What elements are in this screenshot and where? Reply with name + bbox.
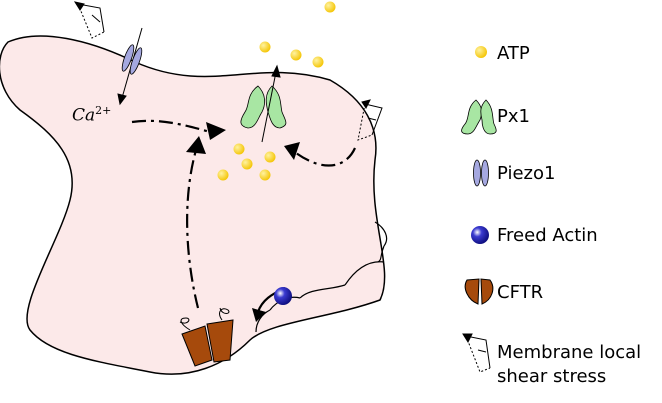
shear-stress-icon bbox=[462, 333, 491, 373]
atp-molecules bbox=[217, 1, 336, 181]
cftr-channel-icon bbox=[464, 278, 494, 305]
cftr-squiggles bbox=[179, 307, 230, 331]
calcium-ion-label: Ca2+ bbox=[72, 104, 111, 126]
piezo1-channel-icon bbox=[473, 159, 489, 187]
calcium-ion-charge: 2+ bbox=[95, 104, 112, 117]
atp-release-arrow bbox=[261, 64, 281, 143]
cell-membrane bbox=[0, 35, 386, 375]
px1-channel-icon bbox=[461, 99, 497, 135]
shear-stress-indicator-right bbox=[357, 99, 383, 141]
freed-actin-icon bbox=[471, 226, 489, 244]
membrane-blebs bbox=[255, 221, 388, 333]
legend-label-freed-actin: Freed Actin bbox=[497, 225, 598, 246]
piezo1-channel bbox=[121, 44, 143, 75]
legend-label-atp: ATP bbox=[497, 43, 530, 64]
arrowheads bbox=[186, 122, 300, 322]
legend-label-px1: Px1 bbox=[497, 106, 530, 127]
freed-actin-molecule bbox=[274, 287, 292, 305]
shear-stress-indicator-top bbox=[73, 1, 105, 39]
legend-label-shear-stress: shear stress bbox=[497, 366, 607, 387]
cftr-channel bbox=[181, 319, 234, 367]
legend-label-membrane-local: Membrane local bbox=[497, 342, 642, 363]
legend-label-piezo1: Piezo1 bbox=[497, 163, 556, 184]
calcium-ion-base: Ca bbox=[72, 105, 96, 126]
legend-label-cftr: CFTR bbox=[497, 282, 544, 303]
atp-icon bbox=[475, 46, 487, 58]
